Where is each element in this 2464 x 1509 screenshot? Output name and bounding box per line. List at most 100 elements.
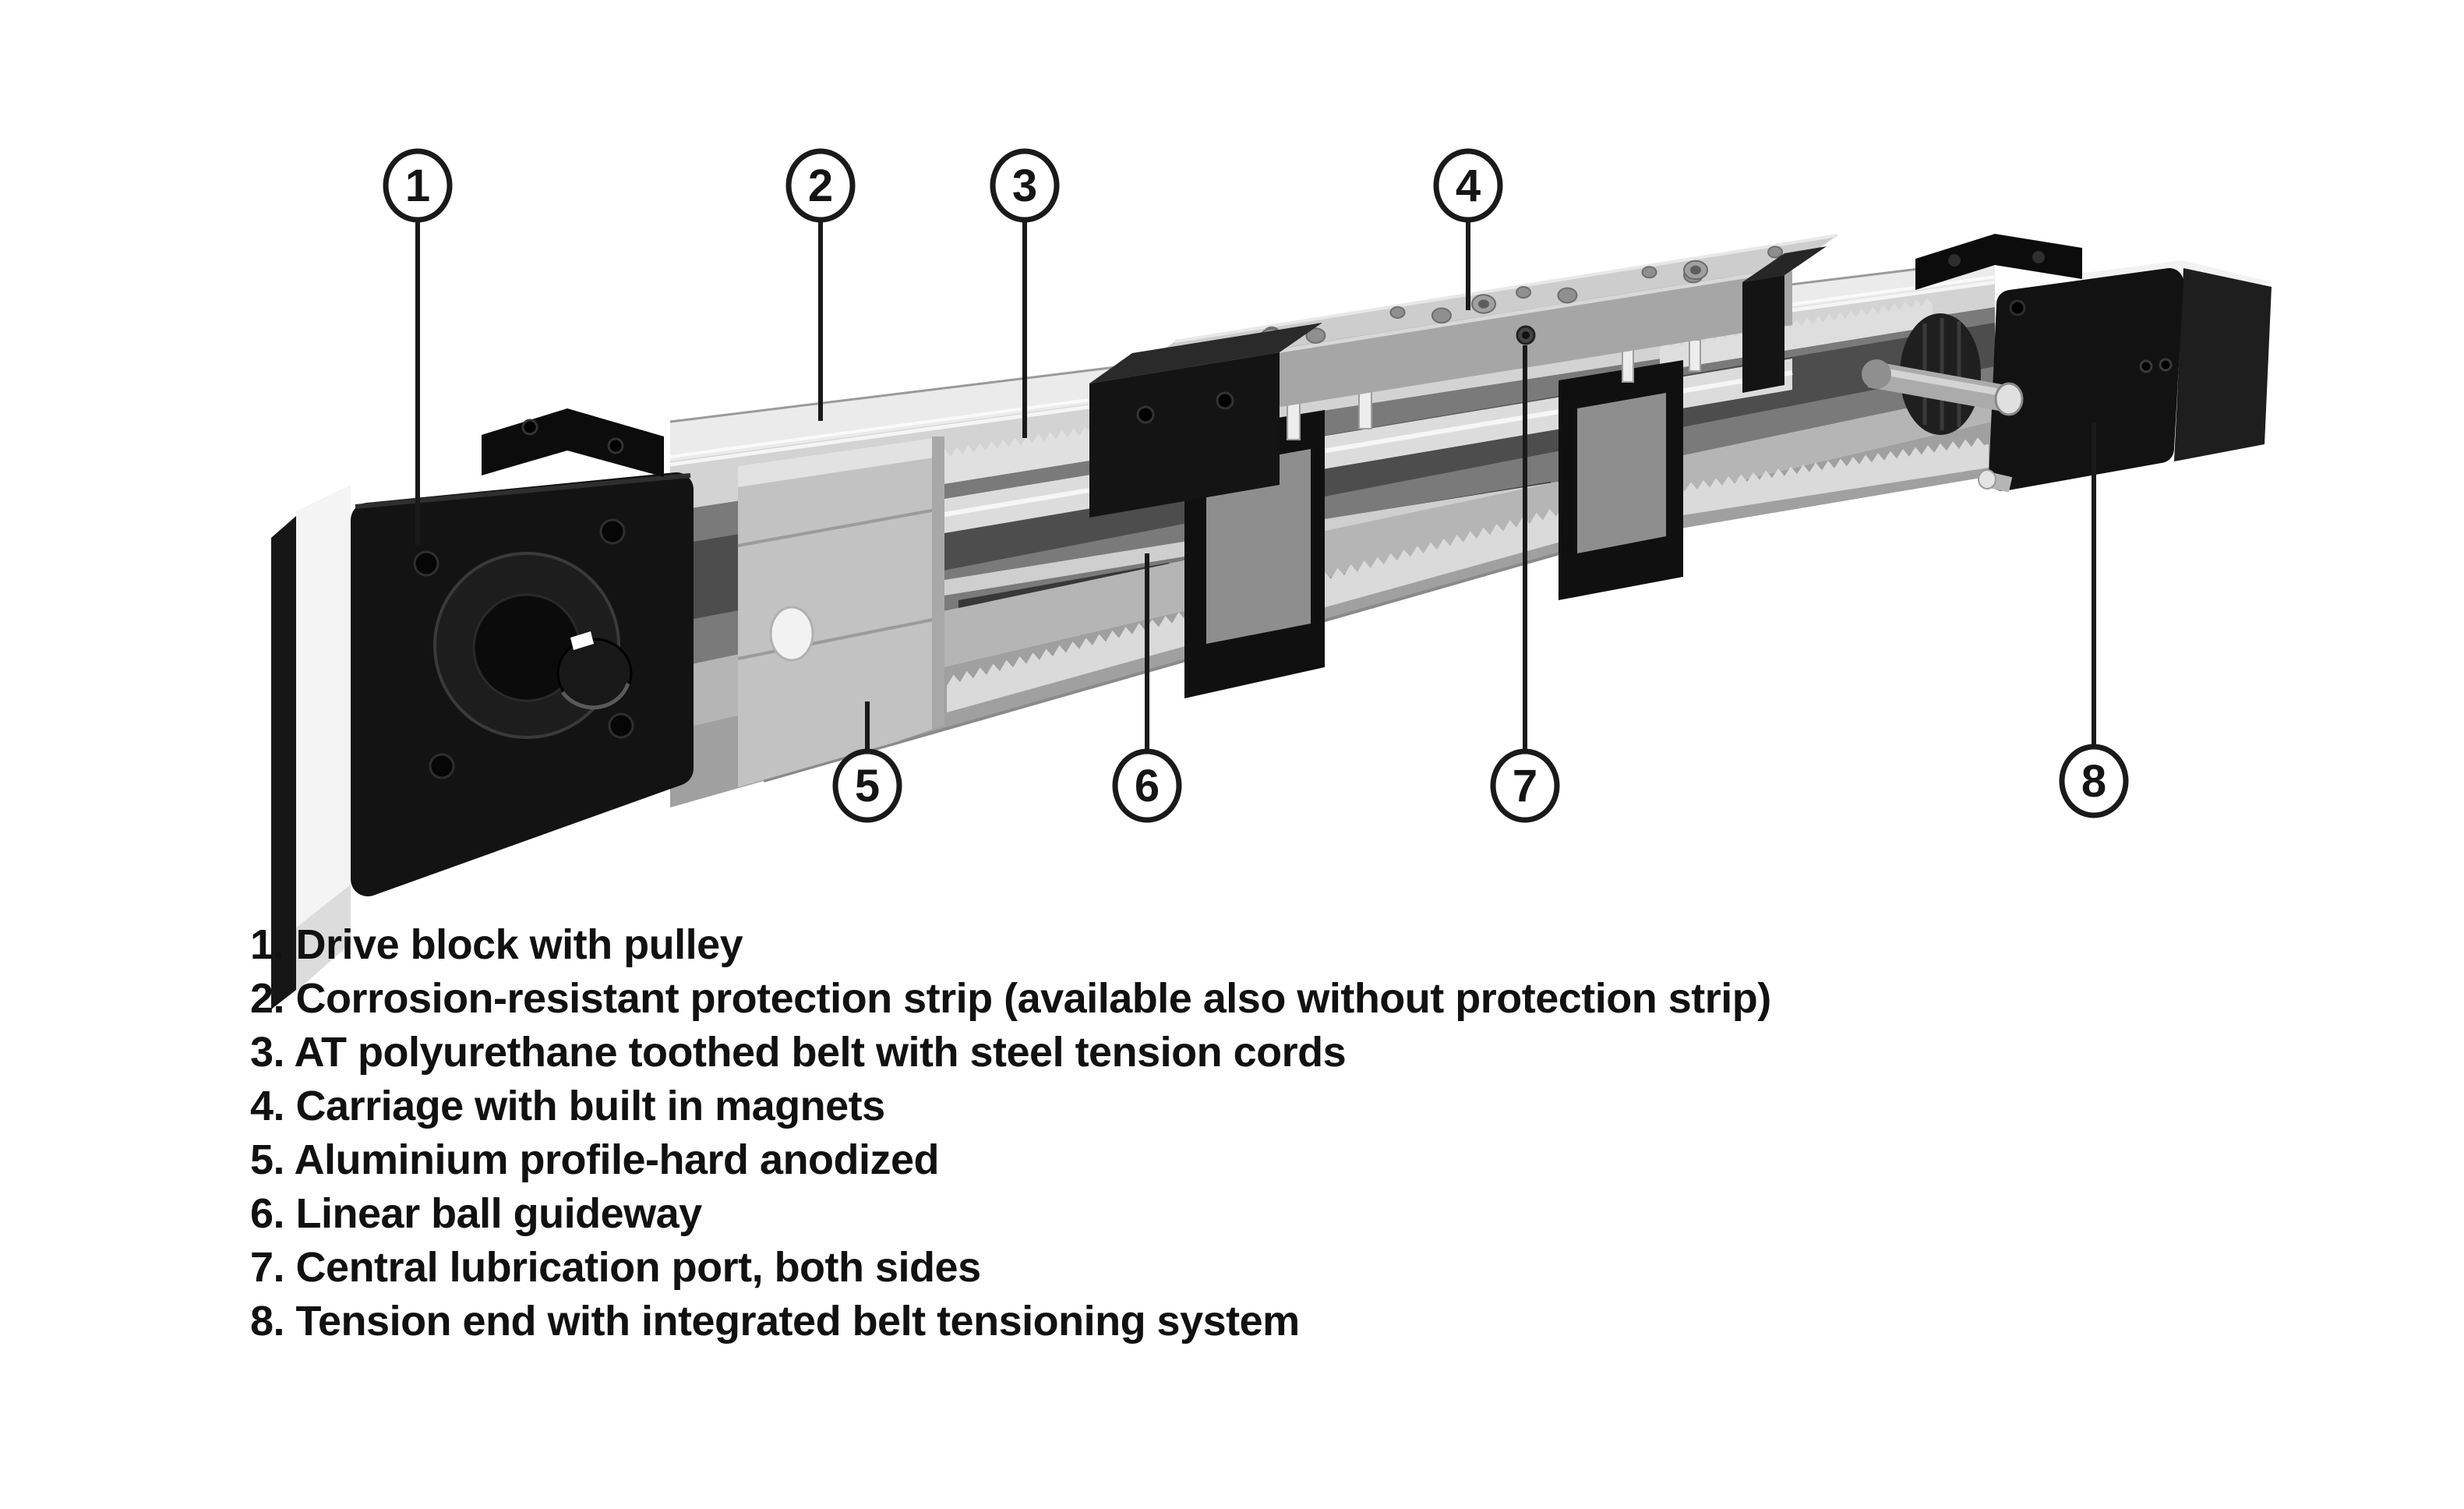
guide-block-right-pad <box>1577 393 1666 553</box>
callout-5-number: 5 <box>855 761 880 811</box>
tension-block-face <box>1989 268 2183 491</box>
tension-face-hole-2 <box>2139 359 2153 373</box>
profile-end-piece <box>737 436 945 787</box>
legend-item-7: 7. Central lubrication port, both sides <box>250 1244 981 1291</box>
callout-3: 3 <box>990 148 1060 223</box>
callout-8-circle <box>2059 744 2129 818</box>
end-piece-edge-shade <box>932 436 944 730</box>
callout-5: 5 <box>832 748 902 823</box>
drive-block <box>271 408 694 1009</box>
standoff-pin-4 <box>1689 339 1701 372</box>
callout-7-circle <box>1490 748 1560 823</box>
legend-item-6: 6. Linear ball guideway <box>250 1190 702 1237</box>
end-piece-face <box>738 436 944 787</box>
callout-4: 4 <box>1433 148 1503 223</box>
drive-top-clamp <box>482 408 664 477</box>
callout-1-circle <box>383 148 453 223</box>
drive-clamp-screw-1 <box>521 419 538 436</box>
carriage-hole <box>1431 307 1452 324</box>
carriage-hole <box>1389 306 1406 319</box>
tension-clamp-screw-2 <box>2032 251 2045 263</box>
drive-pulley <box>433 552 633 739</box>
callout-8: 8 <box>2059 744 2129 818</box>
carriage-front-face <box>1130 267 1792 431</box>
carriage-left-cap-top <box>1089 323 1322 383</box>
legend-item-1: 1. Drive block with pulley <box>250 921 743 968</box>
carriage-back-edge <box>1174 234 1838 343</box>
flange-screw-4 <box>608 712 634 739</box>
legend-item-2: 2. Corrosion-resistant protection strip … <box>250 975 1771 1022</box>
drive-block-bevel <box>355 473 691 509</box>
standoff-pin-3 <box>1622 348 1634 383</box>
bottom-edge-line <box>763 541 1598 783</box>
shaft-keyway <box>570 631 594 650</box>
carriage-standoffs <box>1287 339 1701 440</box>
tension-shaft-boss <box>1862 359 1891 389</box>
drive-block-back-edge <box>271 516 296 1009</box>
carriage-hole <box>1478 299 1489 309</box>
tension-shaft <box>1867 361 2012 412</box>
carriage-hole <box>1767 246 1784 259</box>
belt-upper-right-run <box>1660 298 1933 371</box>
tension-block-side <box>2174 268 2272 461</box>
lubrication-port-hole <box>1522 331 1530 339</box>
legend: 1. Drive block with pulley 2. Corrosion-… <box>250 918 1771 1348</box>
end-piece-facet-1 <box>737 507 945 547</box>
tension-shaft-end-cap <box>1994 382 2024 416</box>
callout-8-number: 8 <box>2081 756 2106 807</box>
callout-1: 1 <box>383 148 453 223</box>
tension-stub-cap <box>1978 469 1996 489</box>
callout-5-circle <box>832 748 902 823</box>
callout-2-circle <box>785 148 856 223</box>
callout-6-circle <box>1112 748 1182 823</box>
drive-block-white-panel <box>296 485 351 991</box>
legend-item-8: 8. Tension end with integrated belt tens… <box>250 1298 1300 1345</box>
standoff-pin-1 <box>1287 401 1301 440</box>
callout-6: 6 <box>1112 748 1182 823</box>
callouts: 1 2 3 4 5 6 7 8 <box>383 148 2129 823</box>
end-piece-hole <box>769 606 814 662</box>
white-panel-shade <box>296 885 351 991</box>
carriage <box>1089 234 1838 518</box>
carriage-hole <box>1305 327 1326 345</box>
tension-face-hole-3 <box>2159 358 2173 372</box>
callout-3-circle <box>990 148 1060 223</box>
tension-face-hole-1 <box>2009 299 2026 316</box>
callout-1-number: 1 <box>405 161 430 211</box>
standoff-pin-2 <box>1358 391 1372 429</box>
callout-3-number: 3 <box>1012 161 1037 211</box>
shaft-highlight <box>560 683 630 710</box>
leader-lines <box>415 219 2096 752</box>
carriage-right-cap <box>1742 275 1784 393</box>
tension-end-block <box>1862 234 2272 493</box>
tension-clamp-screw-1 <box>1948 254 1961 267</box>
flange-screw-3 <box>429 753 455 779</box>
callout-2: 2 <box>785 148 856 223</box>
carriage-hole <box>1516 286 1532 299</box>
callout-7-number: 7 <box>1513 761 1537 811</box>
guide-block-left-pad <box>1206 449 1311 644</box>
carriage-hole <box>1557 287 1578 304</box>
legend-item-3: 3. AT polyurethane toothed belt with ste… <box>250 1029 1347 1076</box>
end-piece-top-ledge <box>738 436 944 487</box>
flange-screw-2 <box>599 518 626 545</box>
legend-item-5: 5. Aluminium profile-hard anodized <box>250 1136 940 1183</box>
carriage-right-cap-top <box>1742 246 1827 282</box>
carriage-hole <box>1641 266 1657 279</box>
cap-screw-1 <box>1136 405 1155 424</box>
legend-item-4: 4. Carriage with built in magnets <box>250 1083 885 1129</box>
carriage-left-cap <box>1089 352 1280 518</box>
cap-screw-2 <box>1216 391 1234 410</box>
end-piece-facet-2 <box>737 616 945 660</box>
tension-top-clamp <box>1915 234 2082 290</box>
callout-4-circle <box>1433 148 1503 223</box>
callout-7: 7 <box>1490 748 1560 823</box>
drive-clamp-screw-2 <box>607 437 624 454</box>
tension-shaft-highlight <box>1871 366 2008 398</box>
belt-lower-run-right <box>1597 437 1989 528</box>
callout-4-number: 4 <box>1456 161 1481 211</box>
carriage-hole <box>1690 265 1701 275</box>
callout-6-number: 6 <box>1135 761 1160 811</box>
